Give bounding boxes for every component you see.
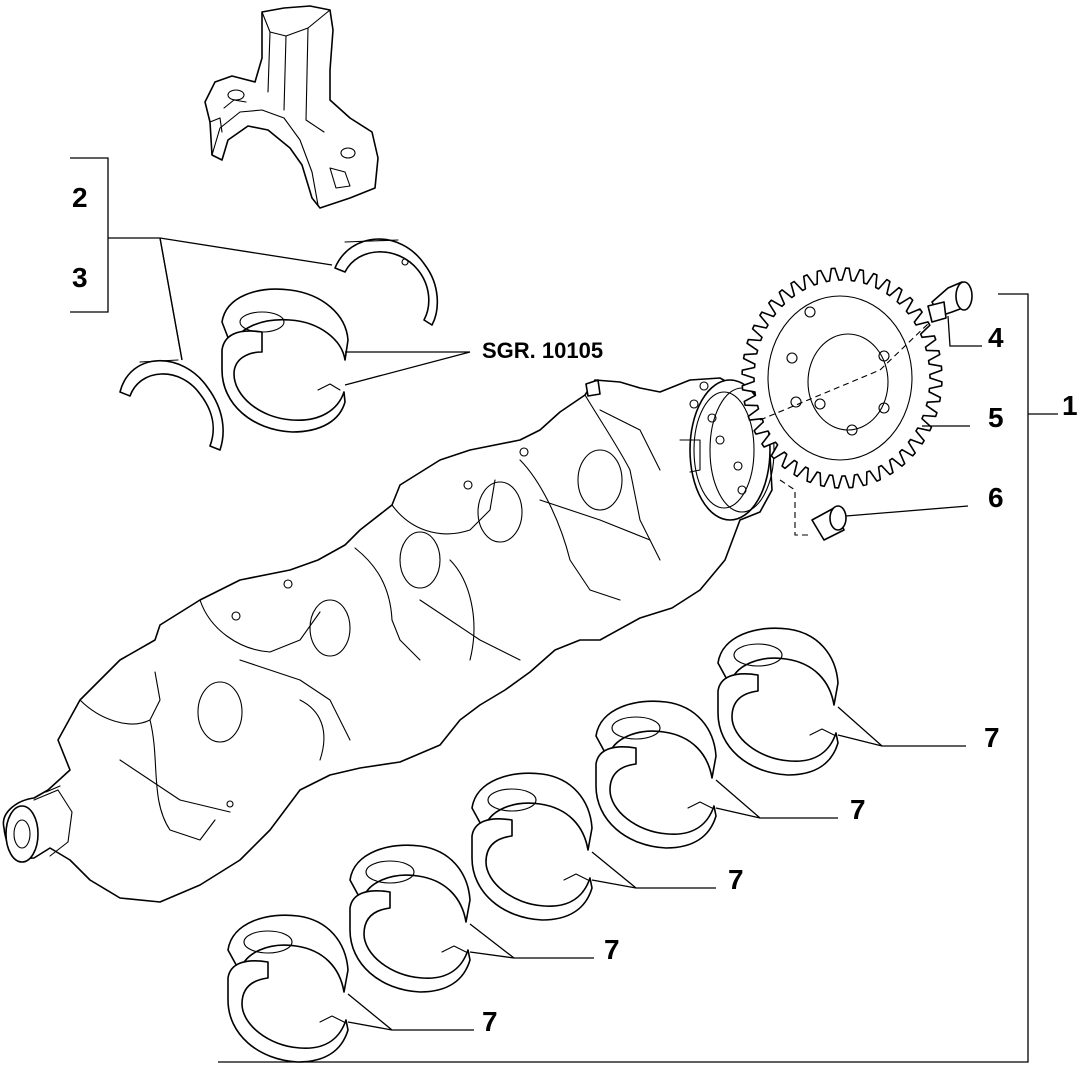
pin-axis-line — [779, 479, 810, 536]
thrust-washer-upper — [334, 238, 439, 326]
shell-lower-half — [595, 746, 717, 849]
shell-lower-half — [471, 818, 593, 921]
shell-locating-tab — [563, 873, 589, 881]
bearing-shells — [227, 627, 966, 1063]
sgr-leader — [344, 351, 471, 386]
bearing-shell — [349, 844, 594, 993]
shell-leader-line — [347, 993, 474, 1031]
gear-axis-line — [759, 321, 931, 421]
shell-upper-half — [227, 914, 349, 993]
shell-upper-half — [595, 700, 717, 779]
callout-7-c: 7 — [728, 864, 744, 895]
shell-lower-half — [349, 890, 471, 993]
timing-gear — [741, 267, 943, 489]
callout-2: 2 — [72, 182, 88, 213]
callout-leaders — [218, 293, 1058, 1063]
bearing-shell — [227, 914, 474, 1063]
shell-inner-edge — [243, 930, 293, 954]
shell-upper-half — [471, 772, 593, 851]
bearing-shell — [595, 700, 838, 849]
bearing-shell — [717, 627, 966, 776]
callout-6: 6 — [988, 482, 1004, 513]
bracket-2-3 — [70, 157, 333, 361]
main-bearing-shell-sgr — [221, 288, 349, 433]
callout-5: 5 — [988, 402, 1004, 433]
shell-locating-tab — [687, 801, 713, 809]
shell-locating-tab — [809, 728, 835, 736]
shell-upper-half — [349, 844, 471, 923]
shell-upper-half — [717, 627, 839, 706]
callout-7-b: 7 — [850, 794, 866, 825]
callout-4: 4 — [988, 322, 1004, 353]
shell-leader-line — [715, 779, 838, 819]
dowel-pin — [811, 505, 847, 541]
callout-3: 3 — [72, 262, 88, 293]
shell-locating-tab — [441, 945, 467, 953]
shell-inner-edge — [487, 788, 537, 812]
crankshaft — [2, 377, 775, 903]
shell-inner-edge — [611, 716, 661, 740]
bearing-shell — [471, 772, 716, 921]
shell-leader-line — [591, 851, 716, 889]
connecting-rod — [204, 5, 379, 209]
callout-sgr: SGR. 10105 — [482, 338, 604, 363]
callout-7-a: 7 — [984, 722, 1000, 753]
shell-leader-line — [837, 706, 966, 747]
callout-7-e: 7 — [482, 1006, 498, 1037]
shell-leader-line — [469, 923, 594, 959]
callout-7-d: 7 — [604, 934, 620, 965]
shell-locating-tab — [319, 1015, 345, 1023]
shell-inner-edge — [365, 860, 415, 884]
callout-1: 1 — [1062, 390, 1078, 421]
shell-inner-edge — [733, 643, 783, 667]
screw — [927, 281, 973, 323]
shell-lower-half — [227, 960, 349, 1063]
thrust-washer-lower — [119, 359, 224, 451]
shell-lower-half — [717, 673, 839, 776]
